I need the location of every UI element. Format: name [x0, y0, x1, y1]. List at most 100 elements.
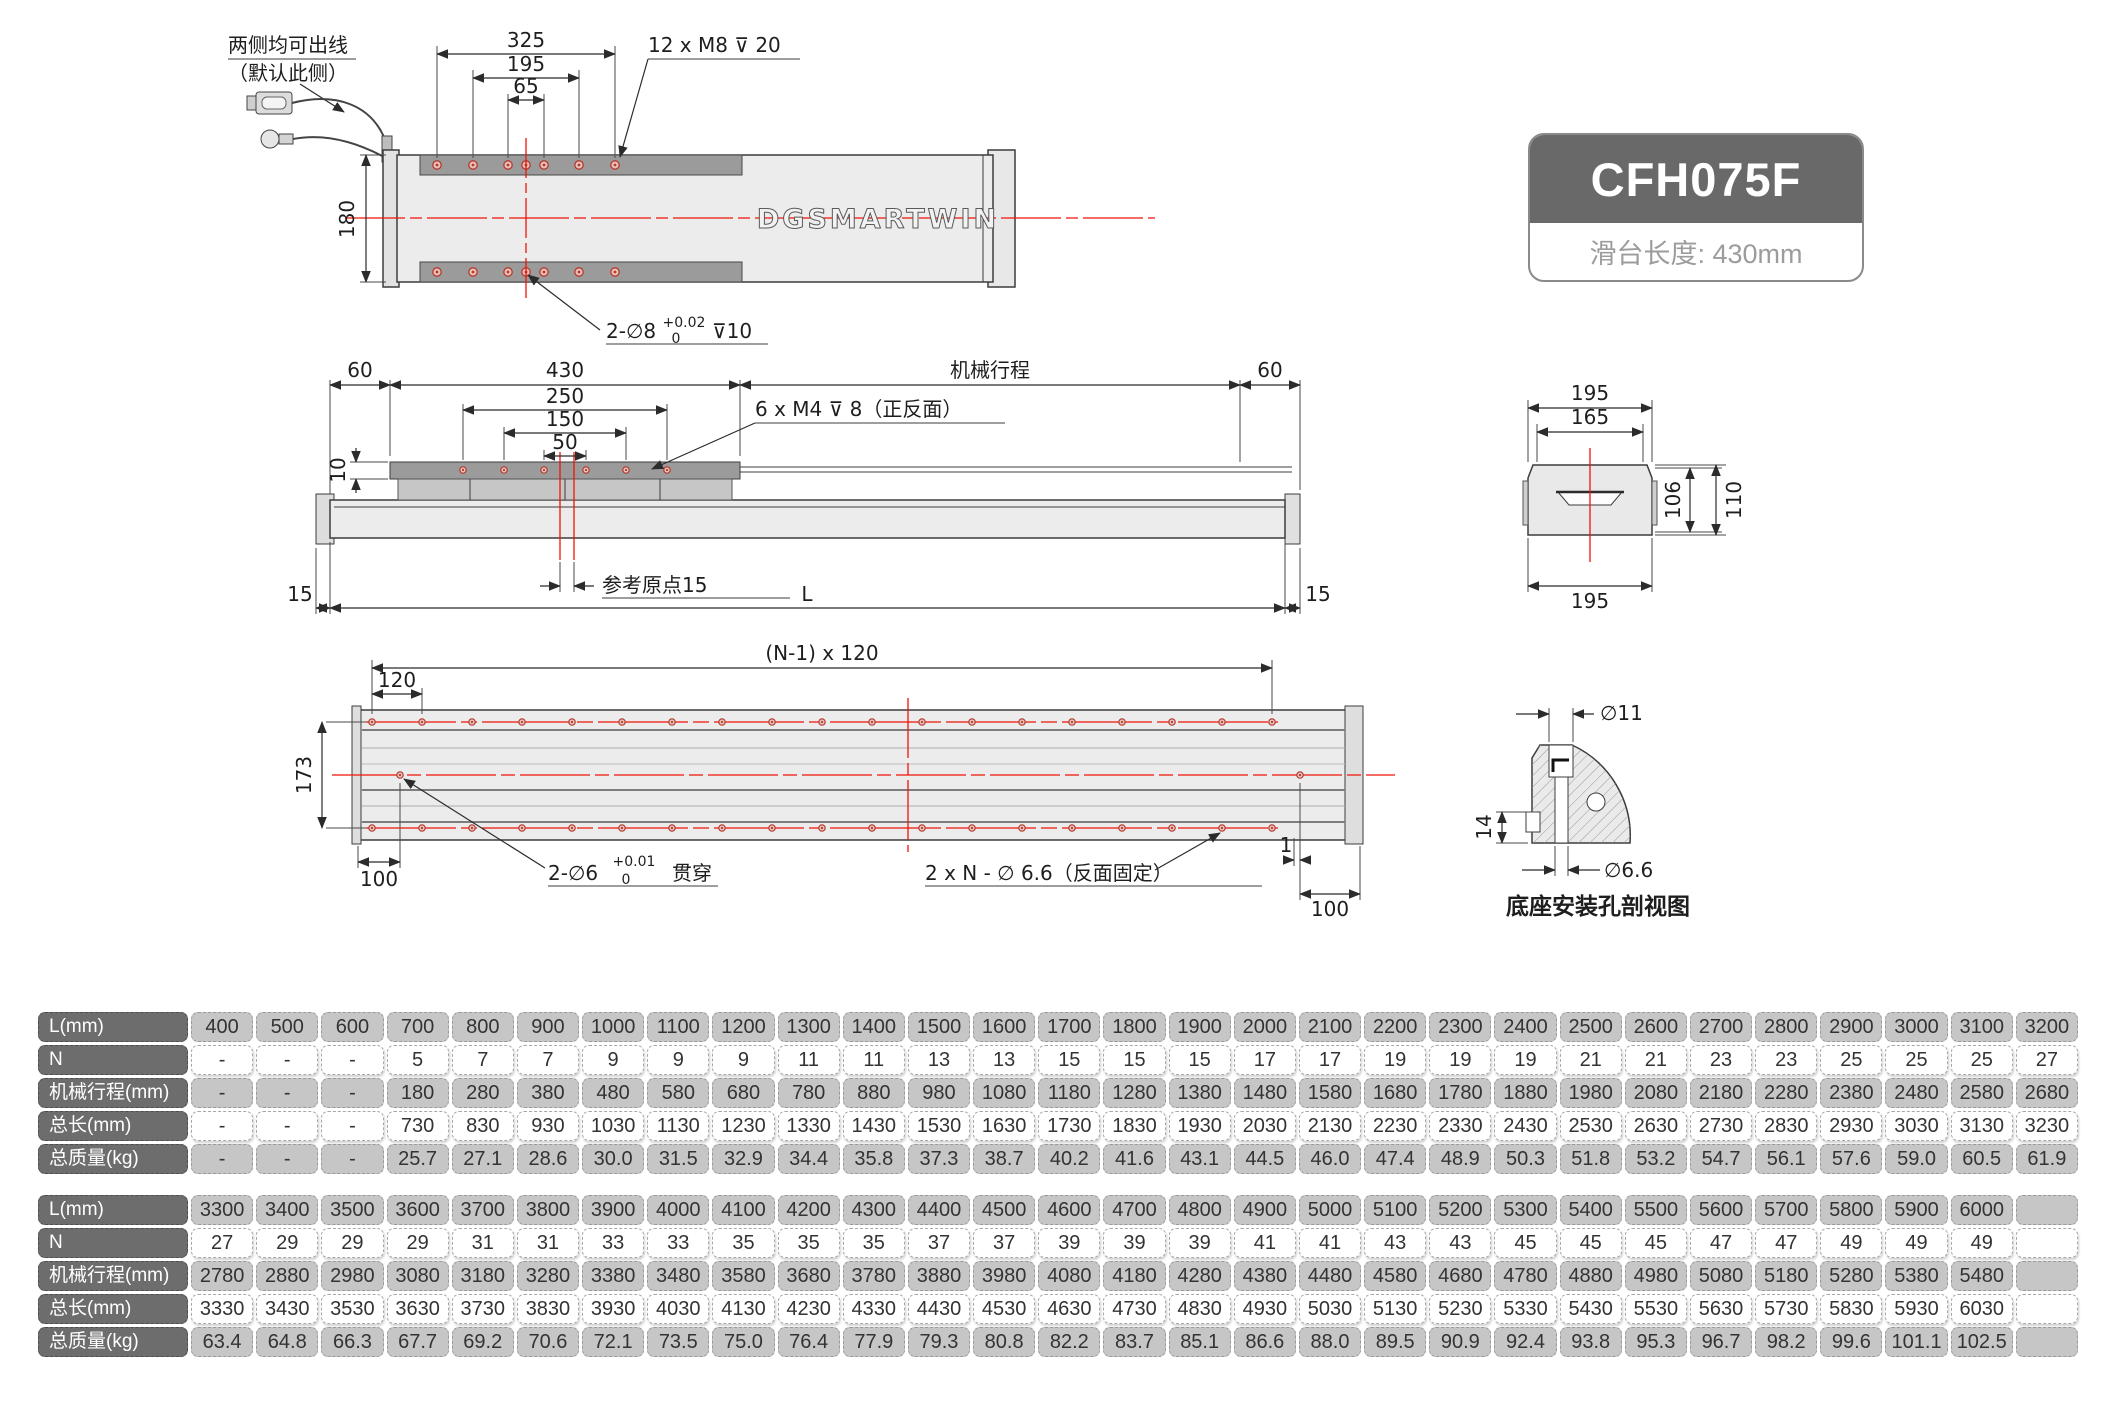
spec-cell: 51.8 [1559, 1144, 1622, 1174]
spec-cell: 1000 [582, 1012, 645, 1042]
spec-cell: 49 [1950, 1228, 2013, 1258]
brand-logo: DGSMARTWIN [757, 204, 999, 235]
spec-cell: 17 [1233, 1045, 1296, 1075]
spec-cell: 54.7 [1689, 1144, 1753, 1174]
spec-cell: - [191, 1111, 254, 1141]
spec-cell: 27 [191, 1228, 254, 1258]
spec-cell: 3180 [451, 1261, 514, 1291]
spec-cell: 35 [777, 1228, 840, 1258]
callout-mount-holes: 2 x N - ∅ 6.6（反面固定） [925, 861, 1173, 885]
spec-cell: 3880 [907, 1261, 971, 1291]
spec-cell: 3980 [973, 1261, 1036, 1291]
spec-cell: 13 [973, 1045, 1036, 1075]
spec-cell: 88.0 [1298, 1327, 1362, 1357]
spec-cell: 99.6 [1820, 1327, 1883, 1357]
spec-cell: 3380 [582, 1261, 645, 1291]
spec-cell: 4080 [1038, 1261, 1101, 1291]
spec-cell: - [191, 1144, 254, 1174]
dim-L: L [801, 582, 813, 606]
spec-cell: 4780 [1494, 1261, 1557, 1291]
dim-10: 10 [326, 457, 350, 482]
model-badge: CFH075F 滑台长度: 430mm [1528, 133, 1864, 282]
spec-cell: 2000 [1233, 1012, 1296, 1042]
spec-cell: 4800 [1168, 1195, 1231, 1225]
row-label: 总质量(kg) [38, 1327, 188, 1357]
spec-cell: - [321, 1045, 384, 1075]
side-carriage [389, 461, 741, 501]
spec-cell: 5080 [1689, 1261, 1753, 1291]
spec-cell: 89.5 [1364, 1327, 1427, 1357]
spec-cell: 31 [451, 1228, 514, 1258]
spec-cell: 380 [516, 1078, 580, 1108]
spec-cell: 56.1 [1755, 1144, 1818, 1174]
spec-cell: 19 [1429, 1045, 1492, 1075]
spec-cell: 35 [842, 1228, 905, 1258]
spec-cell: 1430 [842, 1111, 905, 1141]
spec-cell: 11 [842, 1045, 905, 1075]
bottom-grooves [362, 729, 1345, 823]
dim-165: 165 [1571, 405, 1609, 429]
spec-cell: 93.8 [1559, 1327, 1622, 1357]
spec-cell: 98.2 [1755, 1327, 1818, 1357]
spec-cell: 580 [647, 1078, 710, 1108]
spec-cell: 75.0 [712, 1327, 775, 1357]
spec-cell: 1100 [647, 1012, 710, 1042]
dim-100-right: 100 [1311, 897, 1349, 921]
dim-65: 65 [513, 74, 538, 98]
spec-cell: 3900 [582, 1195, 645, 1225]
spec-cell: 180 [386, 1078, 449, 1108]
spec-cell: 2780 [191, 1261, 254, 1291]
spec-cell: 1200 [712, 1012, 775, 1042]
spec-cell: 2380 [1820, 1078, 1883, 1108]
spec-cell: 80.8 [973, 1327, 1036, 1357]
spec-cell: - [321, 1078, 384, 1108]
row-label: 机械行程(mm) [38, 1261, 188, 1291]
spec-cell: - [256, 1078, 319, 1108]
dim-hole-pitch: (N-1) x 120 [765, 641, 878, 665]
spec-cell: 102.5 [1950, 1327, 2013, 1357]
model-name: CFH075F [1530, 135, 1862, 223]
spec-cell: 3030 [1885, 1111, 1948, 1141]
spec-cell: 29 [321, 1228, 384, 1258]
spec-cell: 2330 [1429, 1111, 1492, 1141]
row-label: L(mm) [38, 1012, 188, 1042]
spec-cell: 95.3 [1624, 1327, 1687, 1357]
spec-cell: 4630 [1038, 1294, 1101, 1324]
dim-180: 180 [335, 200, 359, 238]
dim-430: 430 [546, 358, 584, 382]
spec-cell: 11 [777, 1045, 840, 1075]
spec-cell: 15 [1103, 1045, 1166, 1075]
spec-cell: 60.5 [1950, 1144, 2013, 1174]
spec-cell: 27 [2015, 1045, 2078, 1075]
spec-cell: 1830 [1103, 1111, 1166, 1141]
spec-cell: 2130 [1298, 1111, 1362, 1141]
spec-cell: 2500 [1559, 1012, 1622, 1042]
end-view: 195 165 106 110 195 [1522, 381, 1746, 613]
cable-note-line2: （默认此侧） [228, 61, 348, 85]
dim-60-right: 60 [1257, 358, 1282, 382]
spec-cell: 37.3 [907, 1144, 971, 1174]
spec-cell: 3580 [712, 1261, 775, 1291]
spec-cell: 2080 [1624, 1078, 1687, 1108]
spec-cell: 37 [907, 1228, 971, 1258]
spec-cell: 5030 [1298, 1294, 1362, 1324]
dim-d66: ∅6.6 [1604, 858, 1653, 882]
carriage-mount-strips [419, 154, 743, 283]
spec-cell [2015, 1327, 2078, 1357]
spec-cell: 3200 [2015, 1012, 2078, 1042]
row-label: 总长(mm) [38, 1111, 188, 1141]
row-label: N [38, 1228, 188, 1258]
spec-cell: 2180 [1689, 1078, 1753, 1108]
spec-cell: 680 [712, 1078, 775, 1108]
spec-cell: 3600 [386, 1195, 449, 1225]
spec-cell: 2900 [1820, 1012, 1883, 1042]
dim-100-left: 100 [360, 867, 398, 891]
spec-cell: 4380 [1233, 1261, 1296, 1291]
spec-cell: 4880 [1559, 1261, 1622, 1291]
spec-cell: 1030 [582, 1111, 645, 1141]
spec-cell: 2230 [1364, 1111, 1427, 1141]
spec-cell: 47.4 [1364, 1144, 1427, 1174]
spec-cell: 3100 [1950, 1012, 2013, 1042]
spec-cell: 25 [1950, 1045, 2013, 1075]
